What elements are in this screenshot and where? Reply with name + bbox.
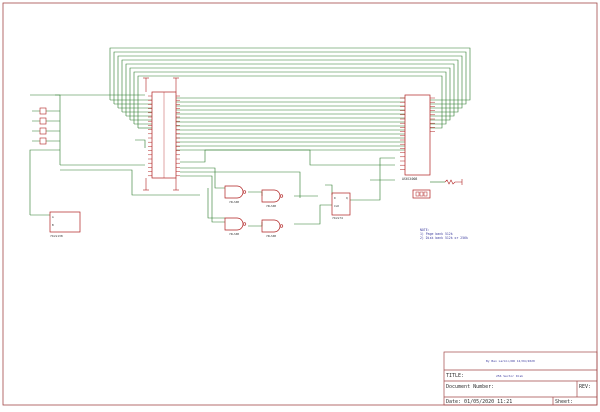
flipflop-pin-d: D bbox=[334, 196, 336, 200]
decoder-pin-b: B bbox=[52, 223, 54, 227]
jumper-pin-2 bbox=[419, 191, 424, 197]
note-line-0: NOTE: bbox=[420, 228, 430, 232]
bus-loop-3 bbox=[121, 59, 459, 113]
nand-gate-label-0: 74LS00 bbox=[229, 200, 239, 204]
connector-power bbox=[143, 77, 179, 191]
nand-gate-label-2: 74LS00 bbox=[229, 232, 239, 236]
nand-gate-3 bbox=[261, 219, 281, 233]
decoder-body bbox=[49, 211, 81, 233]
nand-gates: 74LS00 74LS00 74LS00 74LS00 bbox=[224, 185, 284, 238]
nand-gate-label-3: 74LS00 bbox=[266, 234, 276, 238]
nand-bubble-0 bbox=[242, 190, 247, 194]
wire-ctrl-c bbox=[180, 171, 301, 198]
notes: NOTE: 1) Page bank 512k 2) Disk bank 512… bbox=[420, 228, 468, 240]
flipflop: D CLK Q 74LS74 bbox=[331, 192, 351, 220]
title-block-border bbox=[443, 351, 598, 406]
wire-ctrl-d bbox=[180, 175, 225, 223]
memory-chip-body bbox=[404, 94, 431, 176]
wire-ctrl-a bbox=[180, 149, 395, 166]
nand-gate-0 bbox=[224, 185, 244, 199]
document-number-label: Document Number: bbox=[446, 384, 494, 390]
nand-gate-label-1: 74LS00 bbox=[266, 204, 276, 208]
wire-left-low bbox=[60, 169, 200, 196]
resistor-network bbox=[30, 94, 61, 165]
wire-gate1-out bbox=[248, 191, 263, 196]
misc-wiring bbox=[29, 94, 445, 227]
resistor-3 bbox=[39, 137, 47, 145]
main-connector bbox=[148, 91, 180, 179]
decoder-label: 74LS138 bbox=[50, 234, 63, 238]
resistor-bus bbox=[30, 94, 61, 165]
bus-loop-0 bbox=[109, 47, 471, 101]
wire-ff-in bbox=[325, 184, 333, 195]
note-line-1: 1) Page bank 512k bbox=[420, 232, 453, 236]
title-block bbox=[443, 351, 598, 406]
rev-label: REV: bbox=[579, 384, 591, 390]
wire-gate2-out bbox=[248, 222, 263, 227]
pullup-zigzag bbox=[444, 179, 462, 185]
connector-pins bbox=[148, 95, 180, 177]
resistor-2 bbox=[39, 127, 47, 135]
wire-gate-bridge bbox=[207, 188, 225, 219]
title-author: By Ben Larkin/RR 12/04/2020 bbox=[486, 359, 535, 363]
wire-ff-out bbox=[350, 157, 395, 201]
memory-chip-label: AS6C4008 bbox=[402, 177, 417, 181]
bus-loop-7 bbox=[137, 75, 443, 129]
wire-decoder-left bbox=[29, 149, 60, 215]
frame-outer-border bbox=[2, 2, 598, 406]
sheet-label: Sheet: bbox=[555, 399, 573, 405]
pullup-resistor bbox=[444, 179, 463, 185]
nand-gate-2 bbox=[224, 217, 244, 231]
date-label: Date: 01/05/2020 11:21 bbox=[446, 399, 512, 405]
sheet-frame bbox=[2, 2, 598, 406]
wire-gnd-conn bbox=[135, 139, 146, 148]
jumper-pin-1 bbox=[415, 191, 420, 197]
flipflop-pin-clk: CLK bbox=[334, 204, 339, 208]
note-line-2: 2) Disk bank 512k or 256k bbox=[420, 236, 468, 240]
flipflop-label: 74LS74 bbox=[332, 216, 343, 220]
resistor-1 bbox=[39, 117, 47, 125]
jumper-body bbox=[412, 189, 431, 199]
jumper-header bbox=[412, 189, 431, 199]
memory-chip: AS6C4008 bbox=[400, 94, 435, 181]
flipflop-pin-q: Q bbox=[346, 196, 348, 200]
decoder: A B 74LS138 bbox=[49, 211, 81, 238]
title-block-text: By Ben Larkin/RR 12/04/2020 256 Sector D… bbox=[446, 359, 591, 405]
nand-bubble-1 bbox=[279, 194, 284, 198]
nand-bubble-2 bbox=[242, 222, 247, 226]
nand-bubble-3 bbox=[279, 224, 284, 228]
nand-gate-1 bbox=[261, 189, 281, 203]
resistor-0 bbox=[39, 107, 47, 115]
title-project: 256 Sector Disk bbox=[496, 374, 523, 378]
wire-gate4-out bbox=[294, 204, 332, 225]
data-bus-lines bbox=[176, 97, 405, 151]
jumper-pin-3 bbox=[423, 191, 428, 197]
title-label: TITLE: bbox=[446, 373, 464, 379]
memory-chip-pins bbox=[400, 97, 435, 170]
bus-loop-6 bbox=[133, 71, 447, 125]
decoder-pin-a: A bbox=[52, 215, 54, 219]
wire-ctrl-b bbox=[180, 167, 225, 189]
bus-loop-2 bbox=[117, 55, 463, 109]
flipflop-body bbox=[331, 192, 351, 216]
address-bus-loops bbox=[109, 47, 471, 129]
bus-loop-5 bbox=[129, 67, 451, 121]
